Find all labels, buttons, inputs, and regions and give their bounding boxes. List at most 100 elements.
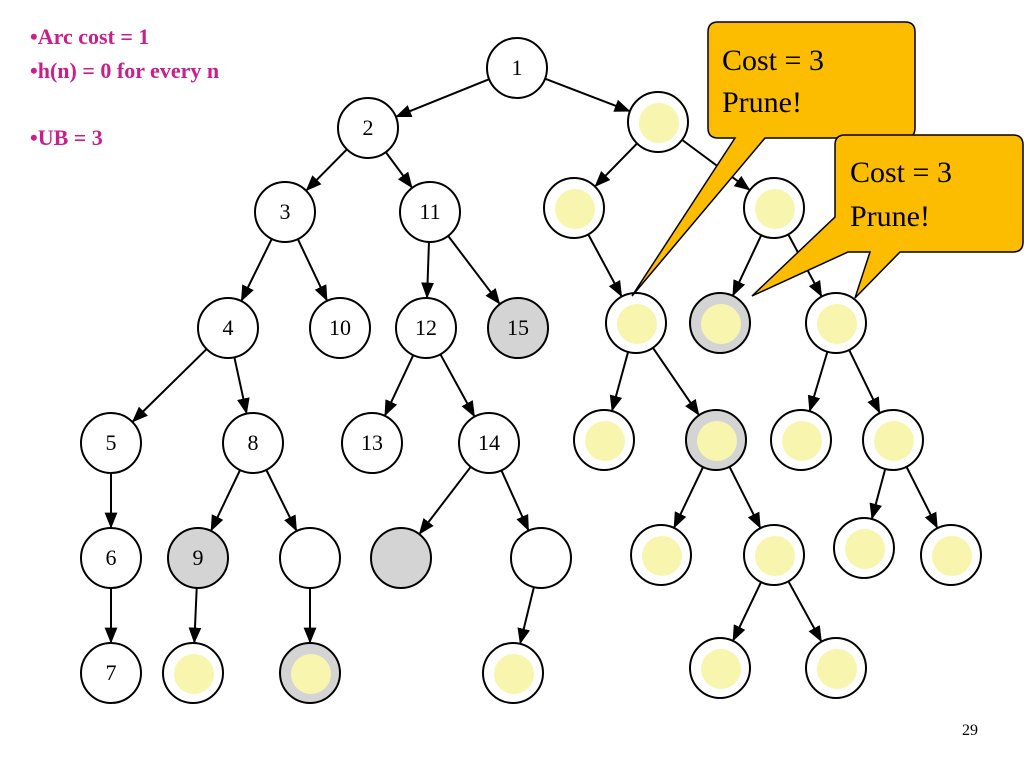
tree-node-n14: 14 [458,412,520,474]
tree-node-n14a [370,527,432,589]
tree-node-n12: 12 [395,297,457,359]
node-circle [279,527,341,589]
tree-node-rA1b2b [805,637,867,699]
tree-node-n2: 2 [337,97,399,159]
tree-node-n8b [279,527,341,589]
node-marker-dot [817,304,857,344]
tree-node-rA1a [573,409,635,471]
callout-prune-text: Prune! [850,200,930,233]
tree-edge-arrow [807,351,829,412]
tree-node-rB2b2 [920,524,982,586]
node-circle [254,181,316,243]
node-circle [487,297,549,359]
tree-node-n1: 1 [486,37,548,99]
tree-edge-arrow [673,466,704,529]
tree-node-rB2b1 [833,517,895,579]
tree-node-n10: 10 [309,297,371,359]
tree-edge-arrow [384,354,415,417]
prune-callout-2: Cost = 3 Prune! [751,134,1024,299]
node-circle [458,412,520,474]
node-circle [399,181,461,243]
node-marker-dot [291,654,331,694]
tree-edge-arrow [210,469,241,532]
tree-node-rB1 [689,292,751,354]
node-label: 6 [106,545,117,570]
tree-edge-arrow [188,587,202,644]
tree-node-n4: 4 [197,297,259,359]
tree-edge-arrow [240,238,273,302]
node-label: 13 [361,430,383,455]
tree-edge-arrow [265,469,298,532]
node-label: 3 [280,199,291,224]
tree-edge-arrow [421,241,434,299]
node-label: 1 [512,55,523,80]
node-label: 7 [106,660,117,685]
tree-node-n5: 5 [80,412,142,474]
node-marker-dot [639,103,679,143]
node-marker-dot [555,189,595,229]
tree-edge-arrow [385,151,413,189]
tree-edge-arrow [787,580,822,643]
tree-edge-arrow [447,235,501,305]
node-marker-dot [932,536,972,576]
tree-node-rA1b2a [689,637,751,699]
tree-edge-arrow [869,468,887,520]
node-circle [167,527,229,589]
tree-edge-arrow [732,581,762,642]
tree-node-n8: 8 [222,412,284,474]
node-circle [370,527,432,589]
bullet-arc-cost: •Arc cost = 1 [30,24,150,49]
tree-edge-arrow [905,466,938,529]
node-circle [80,642,142,704]
tree-node-n13: 13 [341,412,403,474]
tree-node-rB2 [805,292,867,354]
tree-edge-arrow [587,233,623,298]
node-circle [309,297,371,359]
tree-edge-arrow [848,349,881,414]
node-marker-dot [697,421,737,461]
tree-node-n15: 15 [487,297,549,359]
tree-edge-arrow [517,586,535,645]
slide-number: 29 [962,722,978,739]
callout-bubble [751,134,1024,299]
tree-node-n9: 9 [167,527,229,589]
callout-cost-text: Cost = 3 [722,44,824,77]
tree-edge-arrow [500,469,530,532]
prune-callout-1: Cost = 3 Prune! [631,21,916,297]
tree-node-n9c [162,642,224,704]
node-marker-dot [782,421,822,461]
tree-edge-arrow [681,139,751,191]
node-label: 9 [193,545,204,570]
node-marker-dot [755,536,795,576]
tree-edge-arrow [296,238,328,302]
tree-edge-arrow [544,77,631,112]
node-marker-dot [755,189,795,229]
node-label: 11 [419,199,440,224]
tree-edge-arrow [439,353,475,418]
node-marker-dot [585,421,625,461]
tree-edge-arrow [418,466,472,535]
node-marker-dot [494,654,534,694]
node-marker-dot [817,649,857,689]
node-marker-dot [874,421,914,461]
node-label: 2 [363,115,374,140]
node-label: 12 [415,315,437,340]
tree-node-n14bc [482,642,544,704]
tree-node-rA1b2 [743,524,805,586]
callout-cost-text: Cost = 3 [850,156,952,189]
node-label: 14 [478,430,500,455]
tree-node-rA1b [685,409,747,471]
bullet-heuristic: •h(n) = 0 for every n [30,58,220,83]
tree-node-n14b [510,527,572,589]
tree-edge-arrow [652,347,700,416]
node-label: 5 [106,430,117,455]
tree-edge-arrow [609,351,630,412]
tree-edge-arrow [395,78,490,118]
node-circle [395,297,457,359]
node-circle [197,297,259,359]
node-label: 10 [329,315,351,340]
node-label: 15 [507,315,529,340]
tree-node-n8bc [279,642,341,704]
tree-node-n11: 11 [399,181,461,243]
bullet-upper-bound: •UB = 3 [30,125,103,150]
